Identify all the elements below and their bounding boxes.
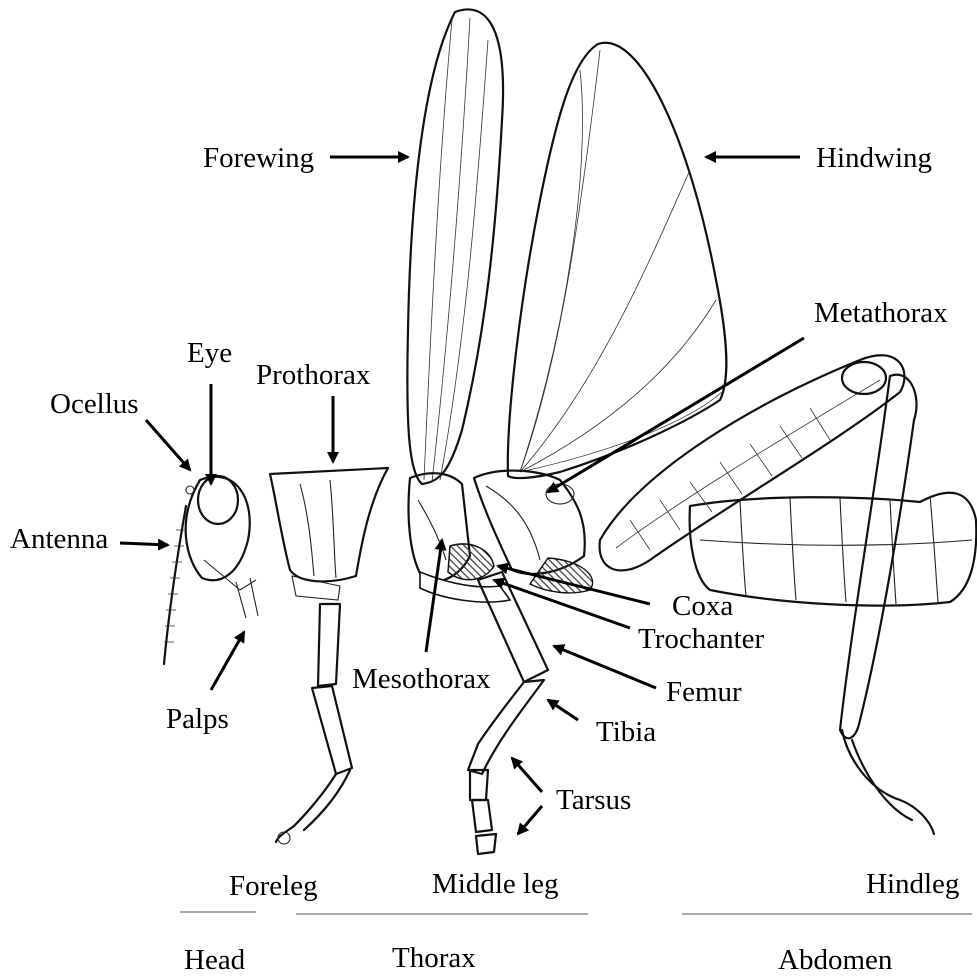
label-metathorax: Metathorax — [814, 297, 948, 329]
label-foreleg: Foreleg — [229, 870, 318, 902]
prothorax-drawing — [270, 468, 388, 600]
hind-femur-drawing — [600, 355, 905, 570]
label-femur: Femur — [666, 676, 742, 708]
section-head: Head — [184, 944, 246, 974]
abdomen-drawing — [690, 493, 977, 606]
label-ocellus: Ocellus — [50, 388, 139, 420]
head-drawing — [164, 476, 258, 664]
label-hindwing: Hindwing — [816, 142, 932, 174]
forewing-drawing — [407, 9, 503, 484]
foreleg-drawing — [276, 604, 352, 844]
section-abdomen: Abdomen — [778, 944, 893, 974]
label-coxa: Coxa — [672, 590, 733, 622]
label-eye: Eye — [187, 337, 232, 369]
section-thorax: Thorax — [392, 942, 476, 974]
label-palps: Palps — [166, 703, 229, 735]
label-trochanter: Trochanter — [638, 623, 765, 655]
label-mesothorax: Mesothorax — [352, 663, 491, 695]
label-prothorax: Prothorax — [256, 359, 371, 391]
label-forewing: Forewing — [203, 142, 314, 174]
hindwing-drawing — [508, 43, 727, 478]
label-tarsus: Tarsus — [556, 784, 631, 816]
label-hindleg: Hindleg — [866, 868, 959, 900]
label-antenna: Antenna — [10, 523, 108, 555]
label-tibia: Tibia — [596, 716, 656, 748]
label-middle-leg: Middle leg — [432, 868, 558, 900]
